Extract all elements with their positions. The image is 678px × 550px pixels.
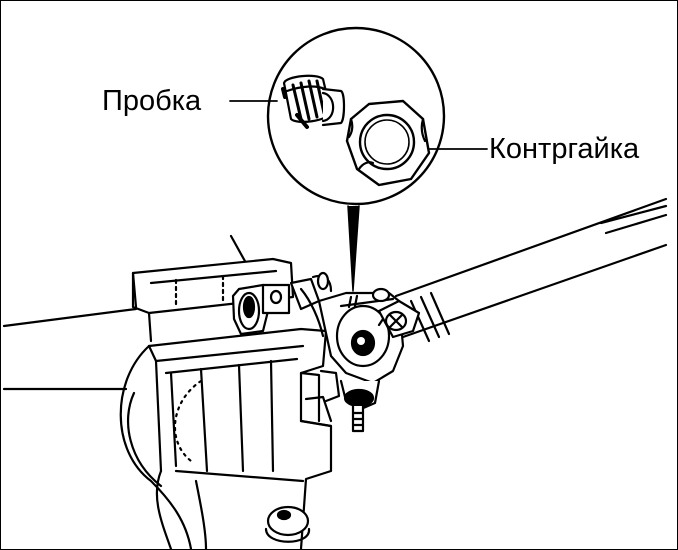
vise-body bbox=[119, 327, 333, 549]
plug-part bbox=[281, 74, 346, 129]
wrench-tool bbox=[377, 197, 668, 343]
plug-label: Пробка bbox=[102, 85, 202, 117]
vise-screw-knob bbox=[264, 505, 311, 543]
locknut-label: Контргайка bbox=[489, 133, 640, 165]
magnified-callout bbox=[229, 26, 488, 292]
rack-tube-left bbox=[2, 234, 248, 391]
locknut-part bbox=[345, 99, 431, 187]
